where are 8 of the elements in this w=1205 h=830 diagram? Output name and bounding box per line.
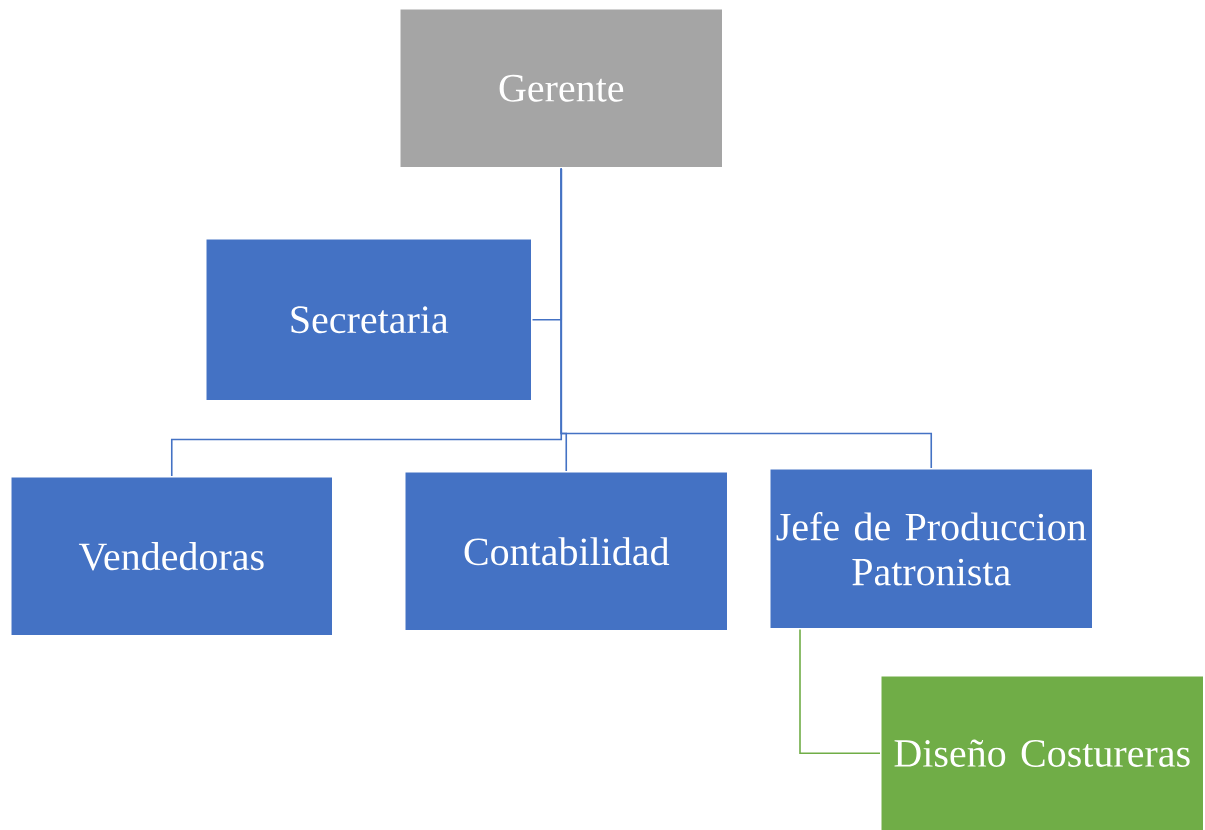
manager-box: Gerente — [399, 8, 724, 169]
department-box: Vendedoras — [10, 476, 334, 637]
department-box: Contabilidad — [404, 471, 729, 632]
secretary-box: Secretaria — [205, 238, 533, 402]
connector-line — [799, 628, 881, 755]
department-box: Jefe de Produccion Patronista — [769, 468, 1094, 630]
team-box: Diseño Costureras — [880, 675, 1205, 830]
connector-line — [560, 167, 933, 469]
